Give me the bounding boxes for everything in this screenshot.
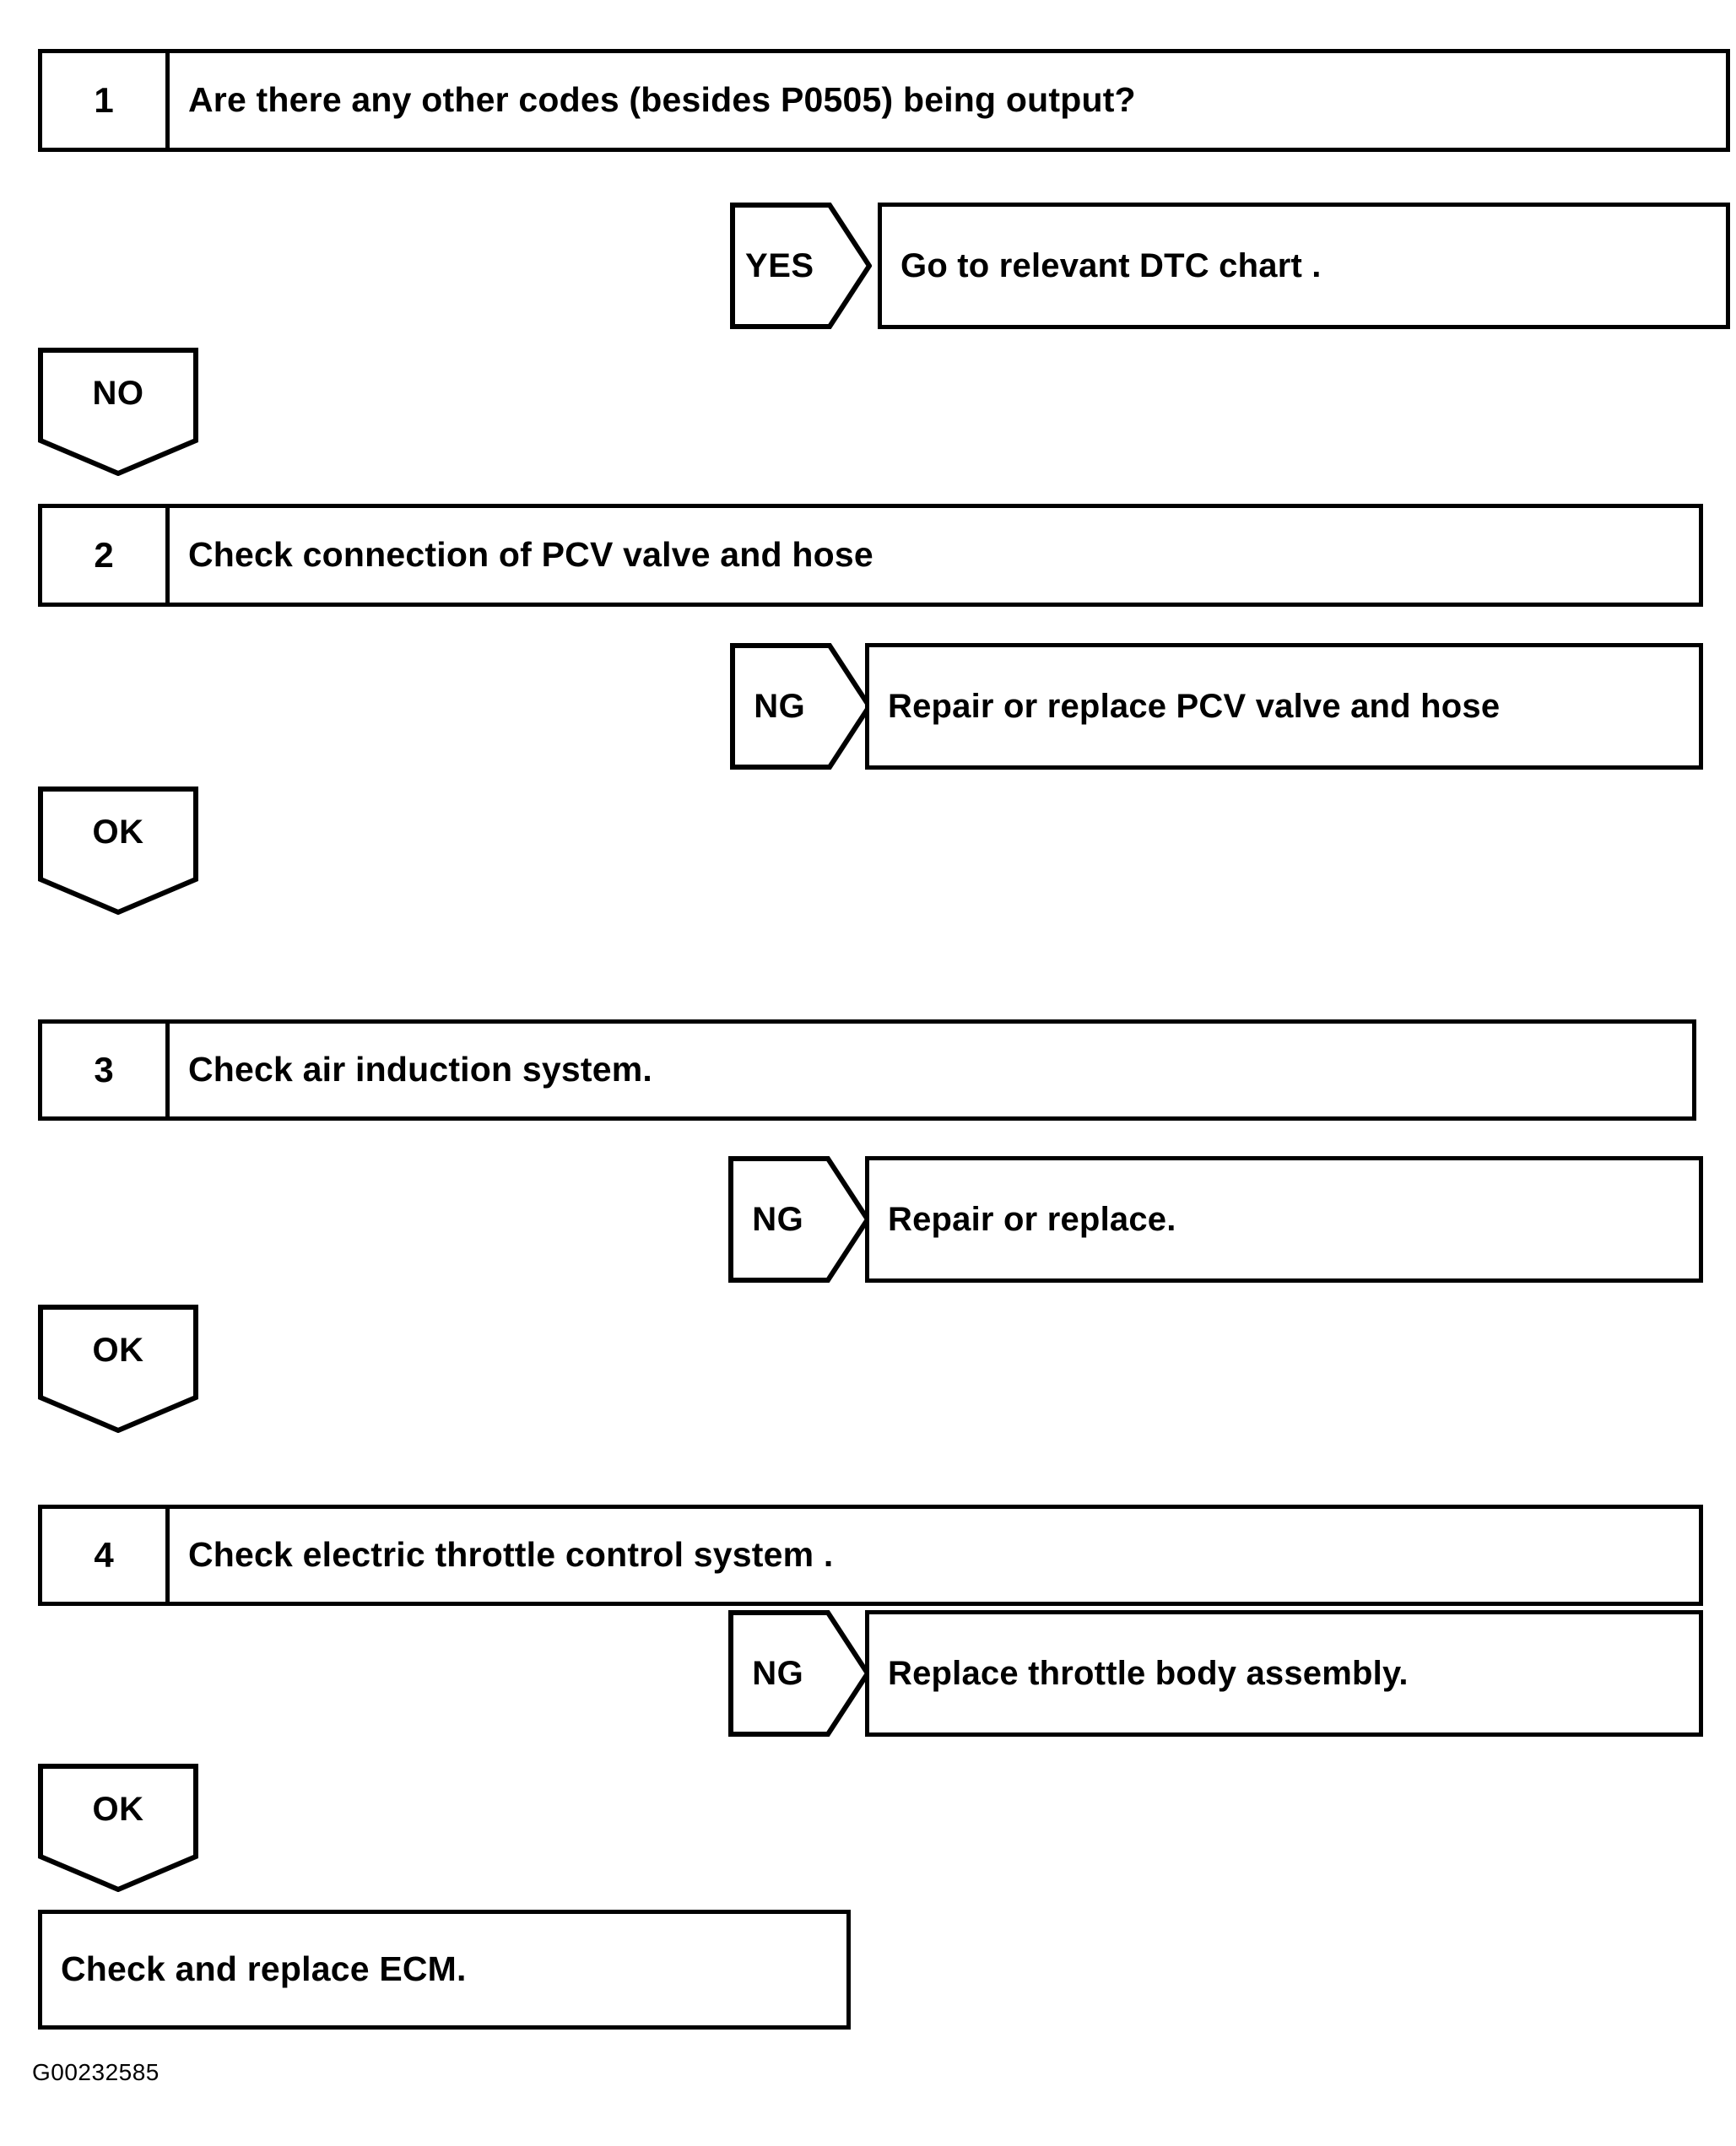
pentagon-down-icon	[38, 1764, 198, 1892]
pentagon-right-icon	[728, 1156, 870, 1283]
terminal-box[interactable]: Check and replace ECM.	[38, 1910, 851, 2030]
pentagon-right-icon	[730, 643, 872, 770]
step-row-1[interactable]: 1 Are there any other codes (besides P05…	[38, 49, 1730, 152]
branch-tag-label-ng-3: NG	[752, 1200, 804, 1238]
continue-tag-no-1[interactable]: NO	[38, 348, 198, 476]
pentagon-down-icon	[38, 1305, 198, 1433]
continue-tag-ok-4[interactable]: OK	[38, 1764, 198, 1892]
pentagon-right-icon	[728, 1610, 870, 1737]
step-number-2: 2	[42, 508, 170, 603]
step-text-3: Check air induction system.	[188, 1050, 652, 1089]
pentagon-right-icon	[730, 203, 872, 329]
branch-tag-label-ng-2: NG	[754, 687, 806, 725]
step-number-4: 4	[42, 1509, 170, 1602]
branch-tag-ng-3[interactable]: NG	[728, 1156, 870, 1283]
branch-tag-label-yes-1: YES	[745, 246, 814, 284]
figure-id-caption: G00232585	[32, 2059, 160, 2085]
continue-tag-ok-2[interactable]: OK	[38, 787, 198, 915]
branch-result-1[interactable]: Go to relevant DTC chart .	[878, 203, 1730, 329]
branch-result-3[interactable]: Repair or replace.	[865, 1156, 1703, 1283]
continue-tag-label-no-1: NO	[92, 375, 144, 413]
branch-result-text-3: Repair or replace.	[888, 1201, 1176, 1238]
step-text-4: Check electric throttle control system .	[188, 1535, 834, 1575]
continue-tag-label-ok-3: OK	[92, 1332, 144, 1370]
branch-result-text-2: Repair or replace PCV valve and hose	[888, 688, 1501, 725]
branch-tag-ng-2[interactable]: NG	[730, 643, 872, 770]
branch-result-text-1: Go to relevant DTC chart .	[900, 247, 1322, 284]
step-row-2[interactable]: 2 Check connection of PCV valve and hose	[38, 504, 1703, 607]
step-row-4[interactable]: 4 Check electric throttle control system…	[38, 1505, 1703, 1606]
branch-result-4[interactable]: Replace throttle body assembly.	[865, 1610, 1703, 1737]
pentagon-down-icon	[38, 348, 198, 476]
branch-result-text-4: Replace throttle body assembly.	[888, 1655, 1409, 1692]
step-row-3[interactable]: 3 Check air induction system.	[38, 1019, 1696, 1121]
terminal-box-text: Check and replace ECM.	[61, 1949, 467, 1989]
step-text-2: Check connection of PCV valve and hose	[188, 535, 873, 575]
branch-result-2[interactable]: Repair or replace PCV valve and hose	[865, 643, 1703, 770]
pentagon-down-icon	[38, 787, 198, 915]
branch-tag-yes-1[interactable]: YES	[730, 203, 872, 329]
continue-tag-label-ok-4: OK	[92, 1791, 144, 1829]
step-number-3: 3	[42, 1024, 170, 1116]
branch-tag-label-ng-4: NG	[752, 1654, 804, 1692]
continue-tag-label-ok-2: OK	[92, 814, 144, 851]
step-number-1: 1	[42, 53, 170, 148]
continue-tag-ok-3[interactable]: OK	[38, 1305, 198, 1433]
step-text-1: Are there any other codes (besides P0505…	[188, 80, 1136, 120]
branch-tag-ng-4[interactable]: NG	[728, 1610, 870, 1737]
